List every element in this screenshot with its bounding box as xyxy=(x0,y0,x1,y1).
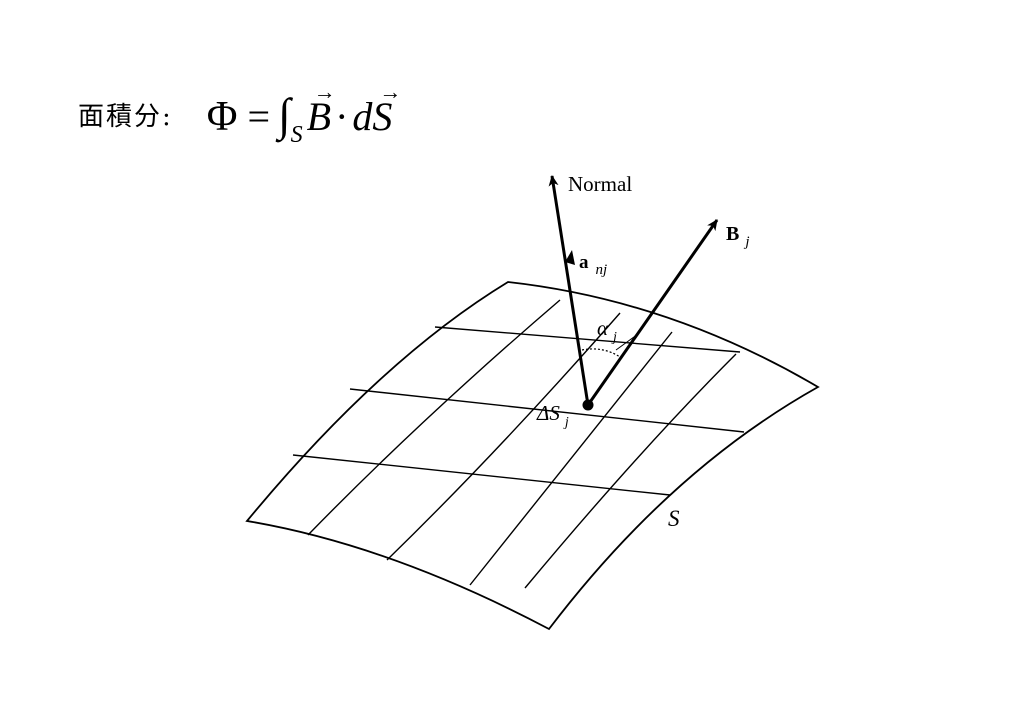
field-base: B xyxy=(726,223,739,245)
unit-normal-arrow-icon xyxy=(565,250,575,265)
formula-dot: · xyxy=(335,93,349,139)
angle-label: α j xyxy=(597,316,617,345)
surface-grid-line xyxy=(434,326,741,353)
angle-arc xyxy=(581,348,621,358)
heading: 面積分: Φ = ∫ S B → · d S → xyxy=(78,79,402,148)
formula-d: d xyxy=(352,93,373,139)
surface-grid-line xyxy=(469,331,673,586)
angle-subscript: j xyxy=(611,330,617,345)
angle-base: α xyxy=(597,316,609,340)
unit-normal-label: a nj xyxy=(579,252,607,278)
unit-normal-base: a xyxy=(579,252,589,273)
surface-grid-line xyxy=(307,299,561,536)
formula-integral-subscript: S xyxy=(290,121,303,148)
angle-leader xyxy=(615,333,639,351)
surface-outline xyxy=(245,281,820,631)
surface-grid-line xyxy=(349,388,745,433)
formula-vector-s: S → xyxy=(372,79,401,140)
surface-grid-line xyxy=(524,353,737,589)
formula-integral: ∫ xyxy=(278,88,291,140)
formula-b-letter: B xyxy=(306,93,332,139)
patch-subscript: j xyxy=(563,415,569,430)
field-subscript: j xyxy=(743,234,749,250)
surface-grid-line xyxy=(292,454,671,496)
formula-vector-b: B → xyxy=(306,79,336,140)
flux-formula: Φ = ∫ S B → · d S → xyxy=(206,79,402,148)
formula-s-letter: S xyxy=(372,93,393,139)
surface-grid-line xyxy=(386,312,621,561)
formula-equals: = xyxy=(247,93,271,139)
vector-arrow-icon: → xyxy=(313,78,336,104)
normal-vector xyxy=(548,175,590,406)
vector-arrow-icon: → xyxy=(379,78,402,104)
field-label: B j xyxy=(726,223,750,250)
patch-base: ΔS xyxy=(536,401,560,425)
field-vector xyxy=(586,219,719,406)
formula-phi: Φ xyxy=(206,93,238,140)
surface-label: S xyxy=(668,506,680,531)
heading-label: 面積分: xyxy=(78,101,173,132)
normal-label: Normal xyxy=(568,172,632,196)
patch-label: ΔS j xyxy=(536,401,569,430)
unit-normal-subscript: nj xyxy=(596,262,608,278)
